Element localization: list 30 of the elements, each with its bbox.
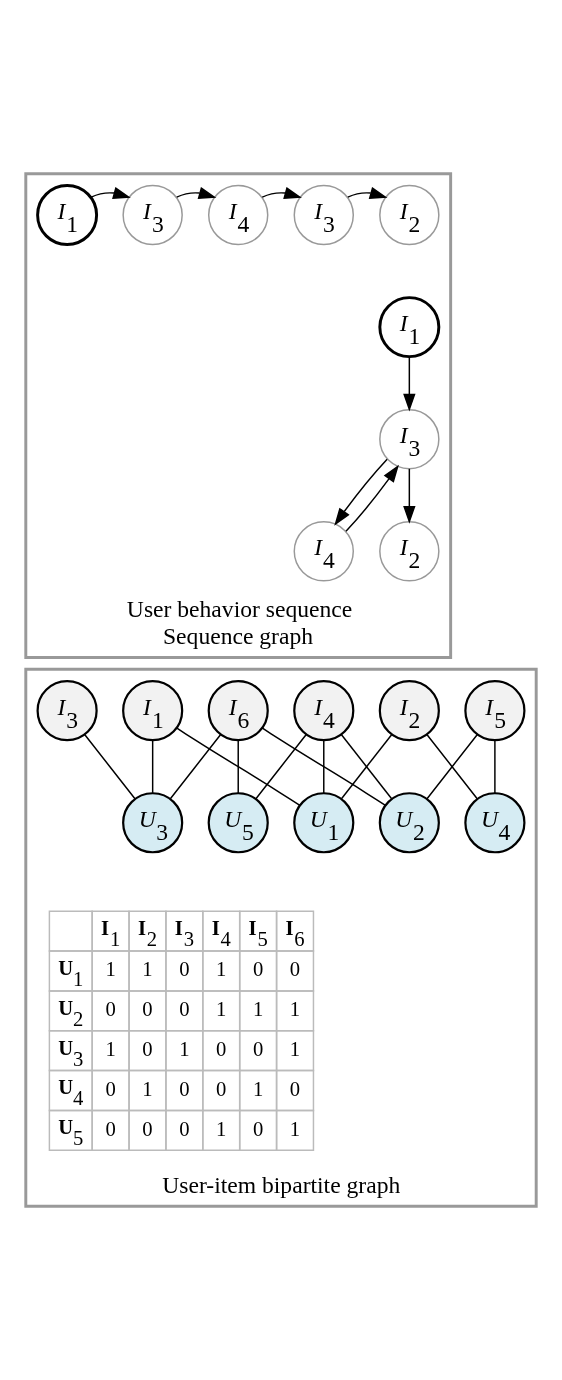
label: 0 <box>179 998 190 1021</box>
label: 1 <box>216 1117 227 1140</box>
label: 1 <box>216 998 227 1021</box>
label: 0 <box>252 958 264 981</box>
label: 1 <box>105 1038 116 1061</box>
label: 0 <box>252 1038 264 1061</box>
label: 0 <box>179 1077 190 1100</box>
label: 0 <box>216 1077 227 1100</box>
label: 0 <box>179 958 190 981</box>
label: 1 <box>105 958 116 981</box>
label: 0 <box>289 1077 301 1100</box>
label: 1 <box>289 998 301 1021</box>
label: 0 <box>289 958 301 981</box>
label: 0 <box>216 1038 227 1061</box>
label: 1 <box>252 1077 264 1100</box>
label: 1 <box>179 1038 190 1061</box>
label: 0 <box>142 1038 153 1061</box>
label: 1 <box>252 998 264 1021</box>
label: 0 <box>142 1117 153 1140</box>
label: 1 <box>289 1117 301 1140</box>
label: 1 <box>142 958 153 981</box>
label: 0 <box>105 1077 116 1100</box>
label: 0 <box>105 1117 116 1140</box>
label: 1 <box>289 1038 301 1061</box>
label: 0 <box>252 1117 264 1140</box>
label: 1 <box>142 1077 153 1100</box>
label: 1 <box>216 958 227 981</box>
label: 0 <box>142 998 153 1021</box>
label: 0 <box>105 998 116 1021</box>
label: 0 <box>179 1117 190 1140</box>
